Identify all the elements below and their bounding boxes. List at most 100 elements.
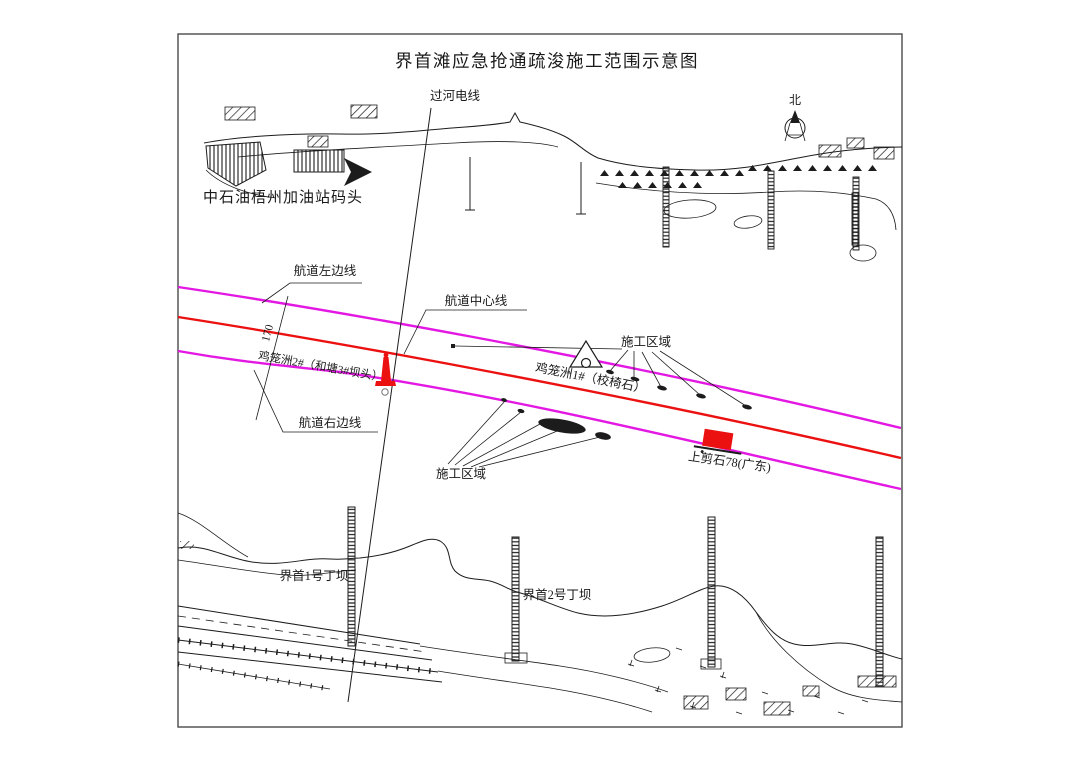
dredge-mark [696,393,706,399]
callout-leader [261,282,362,304]
dredge-mark [501,398,507,402]
channel-left-edge-line [177,285,902,430]
pier-bank-line [205,169,277,199]
buoy-dot [700,450,704,454]
shoreline-upper [203,111,903,171]
callout-channel-right: 航道右边线 [253,369,378,433]
road-line [177,663,331,690]
shangjianshi-buoy-marker [693,428,742,455]
beacon-triangle-marker [568,339,604,369]
north-label: 北 [789,93,801,107]
callout-leader [253,369,378,433]
callout-leader [403,309,527,355]
north-compass: 北 [784,93,806,142]
pier-comb [205,141,267,187]
road-line [177,605,421,645]
dike-foot-hatched [857,675,897,688]
dredge-marks-lower [501,398,611,440]
channel-right-label: 航道右边线 [299,415,362,430]
dredge-mark [742,404,752,410]
shore-blob [663,199,717,219]
spur-dike-4 [875,536,884,687]
compass-legs-icon [784,122,806,142]
callout-channel-center: 航道中心线 [403,293,527,355]
road-line [177,639,439,673]
shoreline-lower [177,538,903,660]
hatch-building [873,146,895,160]
buoy-baseline [693,445,742,455]
shoreline-lower-secondary [177,559,357,576]
dredge-marks-upper [606,369,752,410]
fan-end-dot [451,344,455,348]
pier-comb [293,149,345,173]
embankment-triangles [618,182,702,188]
dredge-mark [606,369,614,375]
spur-dike-1-label: 界首1号丁坝 [280,569,349,583]
dredge-mark [595,432,611,440]
buoy-top-icon [383,352,389,358]
road-line [177,625,433,661]
embankment-triangles [600,170,744,176]
spur-dike-2-label: 界首2号丁坝 [523,588,592,602]
hatch-building [683,695,709,710]
hatch-building [846,137,865,149]
buoy-body-icon [381,357,391,381]
hatch-building [725,687,747,701]
spur-dike-2 [511,536,520,662]
power-line [347,107,432,703]
page-title: 界首滩应急抢通疏浚施工范围示意图 [395,51,699,71]
jetty-pile [465,157,475,211]
bottom-shore [177,512,903,716]
shore-blob [733,215,763,229]
construction-fan-lines [447,400,601,468]
dredge-area-blob [538,418,586,434]
shore-hatch-spit [180,541,194,549]
red-box-buoy-icon [702,428,734,451]
dock-label: 中石油梧州加油站码头 [203,189,363,206]
station-label: 170 [260,323,276,343]
shoreline-right-bank [595,182,897,231]
power-line-label: 过河电线 [430,89,481,103]
hatch-building [350,104,378,119]
road-continuation [419,645,669,693]
shoreline-upper-inner [237,141,559,158]
station-line [255,295,289,421]
shoreline-left-upper [177,512,249,558]
beacon-circle-icon [580,357,592,369]
buoy-base-icon [375,381,396,386]
buoy-ring-icon [381,388,389,396]
pier-arrow-icon [344,158,372,186]
jetty-ladder [767,170,775,250]
construction-area-lower: 施工区域 [436,398,611,481]
dredge-mark [517,408,525,414]
hatch-building [763,701,791,716]
shoreline-right-lower [755,611,903,703]
jetty-pile [576,162,586,215]
construction-area-upper: 施工区域 [451,335,752,410]
jetty-ladder [851,192,859,246]
callout-channel-left: 航道左边线 [261,263,362,304]
construction-area-lower-label: 施工区域 [436,467,486,481]
hatch-building [818,144,842,158]
embankment-triangles [748,165,877,171]
construction-area-upper-label: 施工区域 [621,335,671,349]
dredge-mark [657,385,667,391]
dredge-mark [630,376,640,382]
road-continuation [437,670,653,713]
hatch-building [307,135,329,148]
channel-center-line [177,315,902,460]
compass-needle-icon [790,110,800,123]
spur-dike-3 [707,516,716,668]
hatch-building [224,106,256,121]
channel-right-edge-line [177,349,902,491]
red-buoy-marker [375,352,396,396]
shore-blob [849,244,877,262]
spur-dike-1 [347,506,356,647]
channel-center-label: 航道中心线 [445,293,508,308]
pond-outline [633,647,671,663]
dike-foot [700,658,722,670]
grass-marks [627,647,869,715]
construction-fan-lines [454,345,747,407]
